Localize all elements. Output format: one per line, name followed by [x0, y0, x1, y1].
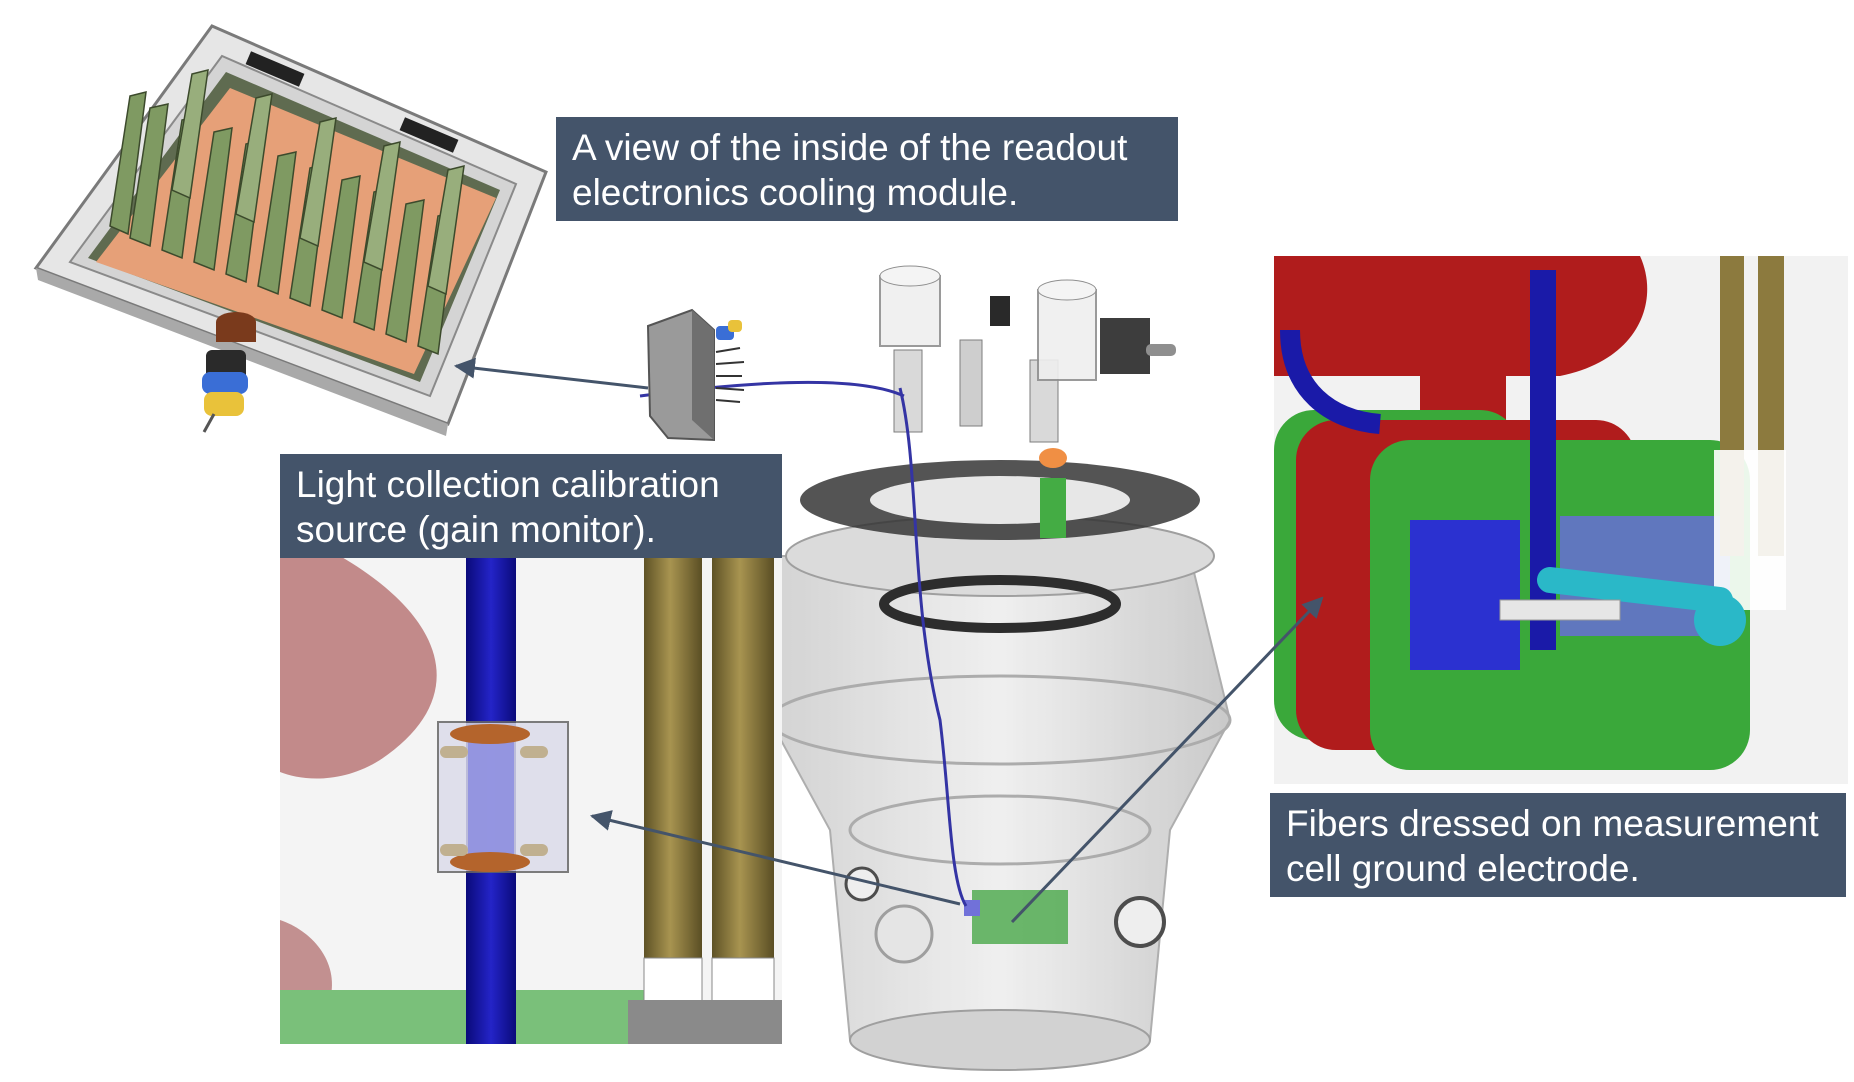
callout-gain-monitor: Light collection calibration source (gai… [280, 454, 782, 558]
gain-monitor-inset [280, 556, 782, 1044]
arrow-to-cooling-module [453, 357, 649, 390]
callout-cooling-module: A view of the inside of the readout elec… [556, 117, 1178, 221]
readout-module-illustration [646, 308, 745, 442]
arrow-to-gain-monitor [589, 810, 961, 906]
cooling-module-boards [109, 69, 465, 356]
callout-arrows [453, 357, 1324, 924]
arrow-to-fibers-electrode [1010, 596, 1324, 924]
detector-vessel-illustration [639, 265, 1232, 1071]
cooling-module-connector [202, 350, 248, 433]
fibers-inset [1274, 256, 1848, 784]
callout-fibers: Fibers dressed on measurement cell groun… [1270, 793, 1846, 897]
cooling-module-illustration [33, 24, 548, 436]
